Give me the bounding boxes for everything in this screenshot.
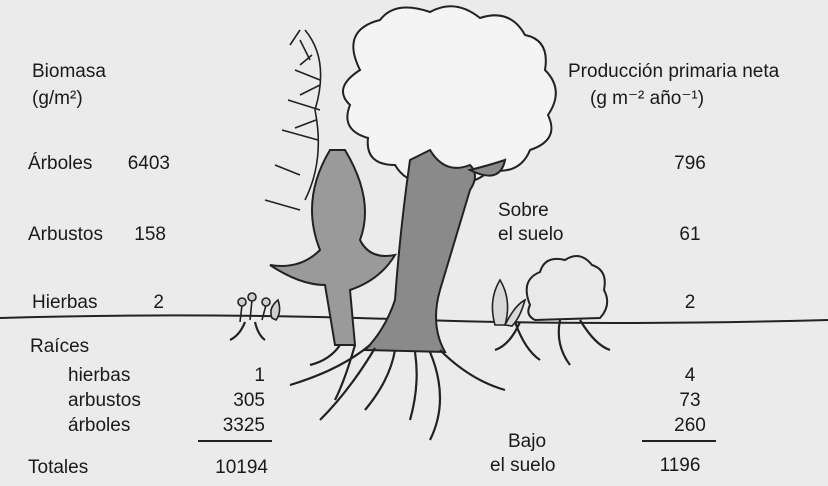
above-ground-label-2: el suelo xyxy=(498,224,564,245)
npp-total: 1196 xyxy=(659,455,701,476)
trees-label: Árboles xyxy=(28,153,93,174)
shrubs-biomass: 158 xyxy=(134,224,166,245)
root-trees-label: árboles xyxy=(68,415,131,436)
herb-plant xyxy=(491,278,527,327)
below-ground-label: Bajo xyxy=(508,431,547,452)
roots xyxy=(229,319,611,441)
roots-label: Raíces xyxy=(30,336,90,357)
herbs-label: Hierbas xyxy=(32,292,98,313)
herbs-biomass: 2 xyxy=(153,292,164,313)
npp-shrubs: 61 xyxy=(679,224,701,245)
shrubs-label: Arbustos xyxy=(28,224,103,245)
npp-trees: 796 xyxy=(674,153,706,174)
npp-heading: Producción primaria neta xyxy=(568,61,780,82)
trees-biomass: 6403 xyxy=(127,153,170,174)
below-ground-label-2: el suelo xyxy=(490,455,556,476)
npp-units: (g m⁻² año⁻¹) xyxy=(590,88,705,109)
npp-root-shrubs: 73 xyxy=(679,390,701,411)
tree-trunk xyxy=(362,148,507,354)
npp-root-trees: 260 xyxy=(674,415,706,436)
shrub xyxy=(525,255,609,322)
totals-biomass: 10194 xyxy=(215,457,268,478)
root-shrubs-biomass: 305 xyxy=(233,390,265,411)
above-ground-label: Sobre xyxy=(498,200,549,221)
flower-plants xyxy=(237,292,281,323)
pine-tree xyxy=(269,149,398,346)
left-total-rule xyxy=(198,440,272,442)
tree-canopy xyxy=(341,5,557,184)
npp-herbs: 2 xyxy=(684,292,696,313)
biomass-heading: Biomasa xyxy=(32,61,106,82)
biomass-units: (g/m²) xyxy=(32,88,83,109)
root-shrubs-label: arbustos xyxy=(68,390,141,411)
root-herbs-label: hierbas xyxy=(68,365,131,386)
right-total-rule xyxy=(642,440,716,442)
root-trees-biomass: 3325 xyxy=(222,415,265,436)
root-herbs-biomass: 1 xyxy=(254,365,265,386)
npp-root-herbs: 4 xyxy=(684,365,696,386)
totals-label: Totales xyxy=(28,457,89,478)
